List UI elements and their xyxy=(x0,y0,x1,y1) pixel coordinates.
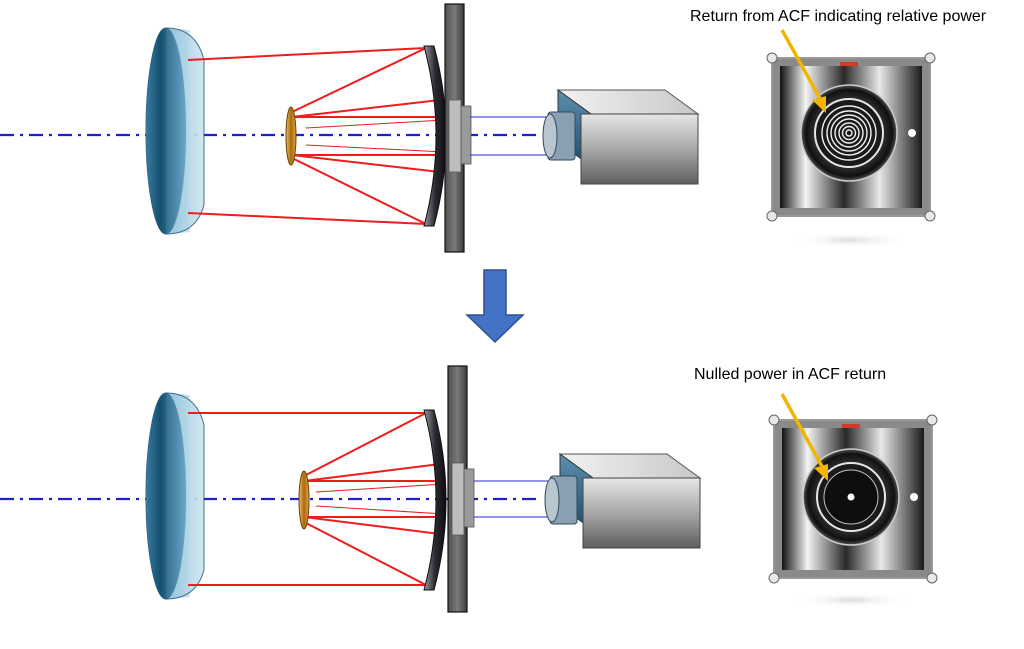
camera-beam xyxy=(474,480,552,518)
acf-lens xyxy=(145,27,205,235)
interference-rings xyxy=(821,105,877,161)
primary-mirror xyxy=(423,45,447,227)
beam-paths xyxy=(188,412,445,586)
camera xyxy=(544,453,702,549)
pointer-arrow-icon xyxy=(780,393,828,481)
panel-before xyxy=(0,3,936,253)
acf-lens xyxy=(145,392,205,600)
annotation-relative-power: Return from ACF indicating relative powe… xyxy=(690,8,987,25)
down-arrow-icon xyxy=(465,269,525,344)
camera-beam xyxy=(470,116,548,156)
annotation-nulled-power: Nulled power in ACF return xyxy=(694,366,887,383)
acf-return-image xyxy=(766,52,936,248)
primary-mirror xyxy=(423,409,447,591)
secondary-mirror xyxy=(298,470,310,530)
beam-paths xyxy=(187,47,445,225)
camera xyxy=(542,89,700,185)
panel-after xyxy=(0,365,938,613)
acf-return-image xyxy=(768,414,938,608)
pointer-arrow-icon xyxy=(780,29,826,113)
secondary-mirror xyxy=(285,106,297,166)
